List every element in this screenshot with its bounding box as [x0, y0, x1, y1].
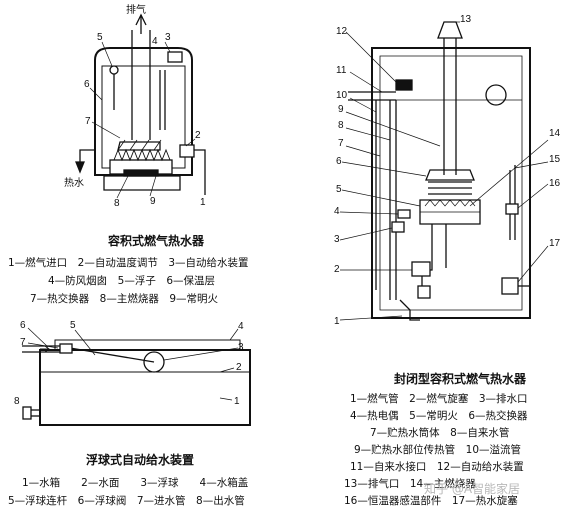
fig1-hot-water-label: 热水 [64, 176, 84, 189]
fig1-num-4: 4 [152, 36, 158, 47]
fig3-num-9: 9 [338, 104, 344, 115]
fig1-legend-line-1: 1—燃气进口 2—自动温度调节 3—自动给水装置 [8, 257, 249, 269]
fig1-drawing [75, 13, 206, 199]
fig3-caption: 封闭型容积式燃气热水器 [394, 372, 527, 386]
fig2-num-5: 5 [70, 320, 76, 331]
fig3-num-10: 10 [336, 90, 348, 101]
fig1-num-5: 5 [97, 32, 103, 43]
fig3-num-1: 1 [334, 316, 340, 327]
fig1-num-8: 8 [114, 198, 120, 209]
fig3-num-14: 14 [549, 128, 561, 139]
fig1-legend-line-2: 4—防风烟囱 5—浮子 6—保温层 [48, 275, 216, 287]
fig3-num-7: 7 [338, 138, 344, 149]
fig3-num-15: 15 [549, 154, 561, 165]
fig3-legend-line-7: 16—恒温器感温部件 17—热水旋塞 [344, 495, 518, 507]
fig3-num-13: 13 [460, 14, 472, 25]
fig3-num-6: 6 [336, 156, 342, 167]
fig3-num-5: 5 [336, 184, 342, 195]
fig3-num-11: 11 [336, 65, 347, 76]
fig2-num-7: 7 [20, 337, 26, 348]
fig1-top-label: 排气 [126, 3, 146, 16]
fig3-drawing [339, 21, 549, 321]
fig2-legend-line-1: 1—水箱 2—水面 3—浮球 4—水箱盖 [22, 477, 249, 489]
fig3-legend-line-4: 9—贮热水部位传热管 10—溢流管 [354, 444, 522, 456]
fig1-caption: 容积式燃气热水器 [108, 234, 205, 248]
fig2-num-1: 1 [234, 396, 240, 407]
watermark: 知乎 @A智能家居 [424, 482, 521, 496]
fig3-num-16: 16 [549, 178, 561, 189]
fig1-num-1: 1 [200, 197, 206, 208]
fig1-num-3: 3 [165, 32, 171, 43]
fig1-legend-line-3: 7—热交换器 8—主燃烧器 9—常明火 [30, 293, 219, 305]
fig2-caption: 浮球式自动给水装置 [86, 453, 195, 467]
fig2-num-4: 4 [238, 321, 244, 332]
fig3-legend-line-5: 11—自来水接口 12—自动给水装置 [350, 461, 524, 473]
fig2-num-8: 8 [14, 396, 20, 407]
fig3-legend-line-2: 4—热电偶 5—常明火 6—热交换器 [350, 410, 528, 422]
fig1-num-6: 6 [84, 79, 90, 90]
fig3-num-3: 3 [334, 234, 340, 245]
fig2-num-3: 3 [238, 342, 244, 353]
fig2-numbers: 6 7 5 4 3 2 1 8 [14, 320, 244, 407]
fig2-num-6: 6 [20, 320, 26, 331]
fig3-numbers: 12 13 11 10 9 8 7 6 5 4 3 2 1 14 15 16 1… [334, 14, 561, 327]
fig2-legend-line-2: 5—浮球连杆 6—浮球阀 7—进水管 8—出水管 [8, 495, 245, 507]
fig1-num-7: 7 [85, 116, 91, 127]
fig1-numbers: 5 3 4 6 7 2 1 8 9 排气 热水 [64, 3, 206, 209]
fig2-drawing [22, 327, 251, 426]
fig1-num-2: 2 [195, 130, 201, 141]
fig3-num-2: 2 [334, 264, 340, 275]
fig3-legend-line-3: 7—贮热水筒体 8—自来水管 [370, 427, 510, 439]
fig2-num-2: 2 [236, 362, 242, 373]
fig3-num-8: 8 [338, 120, 344, 131]
fig3-num-17: 17 [549, 238, 561, 249]
fig1-num-9: 9 [150, 196, 156, 207]
fig3-legend-line-6: 13—排气口 14—主燃烧器 [344, 478, 476, 490]
fig3-legend-line-1: 1—燃气管 2—燃气旋塞 3—排水口 [350, 393, 528, 405]
fig3-num-12: 12 [336, 26, 348, 37]
fig3-num-4: 4 [334, 206, 340, 217]
